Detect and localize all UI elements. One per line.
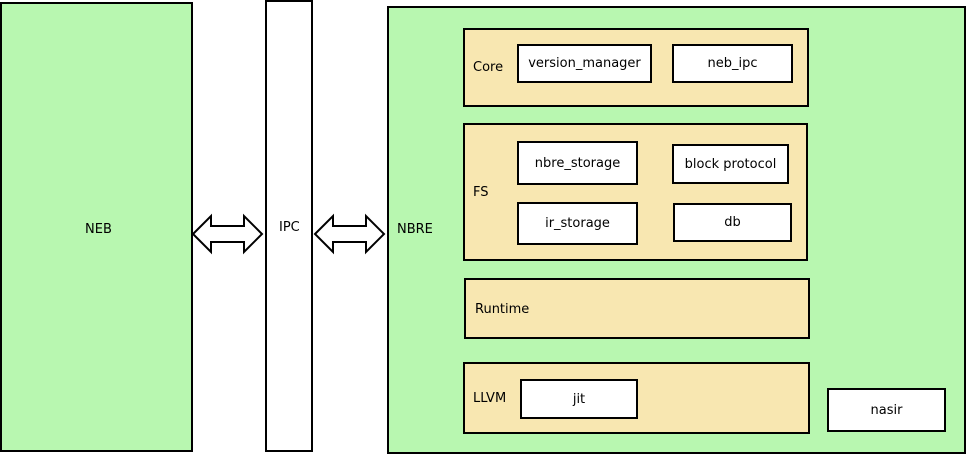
core-label: Core [473, 60, 504, 75]
neb-ipc-box: neb_ipc [672, 44, 793, 83]
nasir-box: nasir [827, 388, 946, 432]
neb-label: NEB [85, 222, 112, 237]
version-manager-label: version_manager [528, 56, 641, 71]
runtime-label: Runtime [475, 302, 530, 317]
nbre-storage-label: nbre_storage [534, 155, 621, 171]
ipc-block: IPC [265, 0, 313, 452]
block-protocol-box: block protocol [672, 144, 789, 184]
nbre-storage-box: nbre_storage [517, 141, 638, 185]
fs-label: FS [473, 185, 489, 200]
ipc-label: IPC [279, 220, 300, 235]
nasir-label: nasir [870, 402, 903, 418]
ir-storage-box: ir_storage [517, 202, 638, 245]
version-manager-box: version_manager [517, 44, 652, 83]
double-arrow-neb-ipc [191, 213, 264, 255]
runtime-group: Runtime [464, 278, 810, 339]
llvm-label: LLVM [473, 391, 507, 406]
db-box: db [673, 203, 792, 242]
double-arrow-ipc-nbre [313, 213, 386, 255]
db-label: db [724, 215, 741, 230]
jit-label: jit [572, 391, 586, 407]
ir-storage-label: ir_storage [545, 216, 610, 231]
jit-box: jit [520, 379, 638, 419]
nbre-label: NBRE [397, 222, 433, 237]
neb-block: NEB [0, 2, 193, 452]
neb-ipc-label: neb_ipc [707, 56, 758, 71]
block-protocol-label: block protocol [684, 156, 777, 172]
